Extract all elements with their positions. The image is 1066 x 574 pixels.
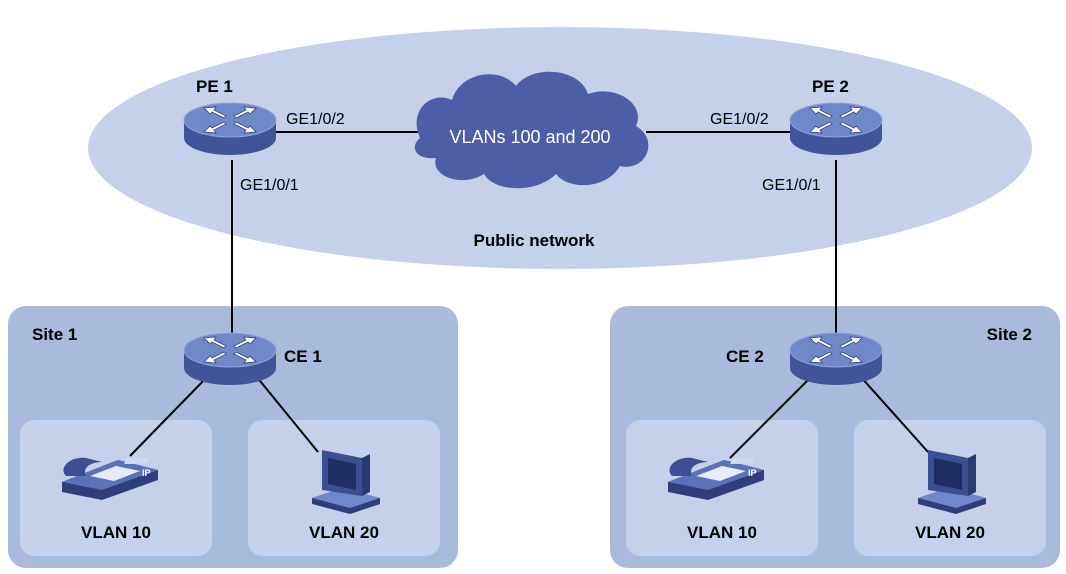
site2-vlan10-label: VLAN 10 (687, 523, 757, 542)
pe1-router-icon (183, 102, 277, 156)
links (129, 131, 929, 459)
cloud-icon (414, 71, 649, 189)
ce1-label: CE 1 (284, 347, 322, 366)
site2-label: Site 2 (987, 325, 1032, 344)
pe1-label: PE 1 (196, 77, 233, 96)
site1-computer-icon (312, 450, 380, 514)
site2-computer-icon (918, 450, 986, 514)
ce1-router-icon (183, 332, 277, 386)
ce2-router-icon (789, 332, 883, 386)
site1-vlan20-label: VLAN 20 (309, 523, 379, 542)
site1-vlan10-label: VLAN 10 (81, 523, 151, 542)
site2-vlan20-label: VLAN 20 (915, 523, 985, 542)
public-network-label: Public network (474, 231, 595, 250)
link-ce2-phone (729, 375, 813, 459)
site1-label: Site 1 (32, 325, 77, 344)
ce2-label: CE 2 (726, 347, 764, 366)
pe1-port-down-label: GE1/0/1 (240, 177, 299, 194)
pe2-port-up-label: GE1/0/2 (710, 111, 769, 128)
pe2-port-down-label: GE1/0/1 (762, 177, 821, 194)
link-ce2-pc (859, 375, 929, 453)
cloud-label: VLANs 100 and 200 (449, 127, 610, 147)
pe2-label: PE 2 (812, 77, 849, 96)
link-ce1-pc (255, 375, 319, 453)
link-ce1-phone (129, 375, 209, 457)
pe2-router-icon (789, 102, 883, 156)
pe1-port-up-label: GE1/0/2 (286, 111, 345, 128)
